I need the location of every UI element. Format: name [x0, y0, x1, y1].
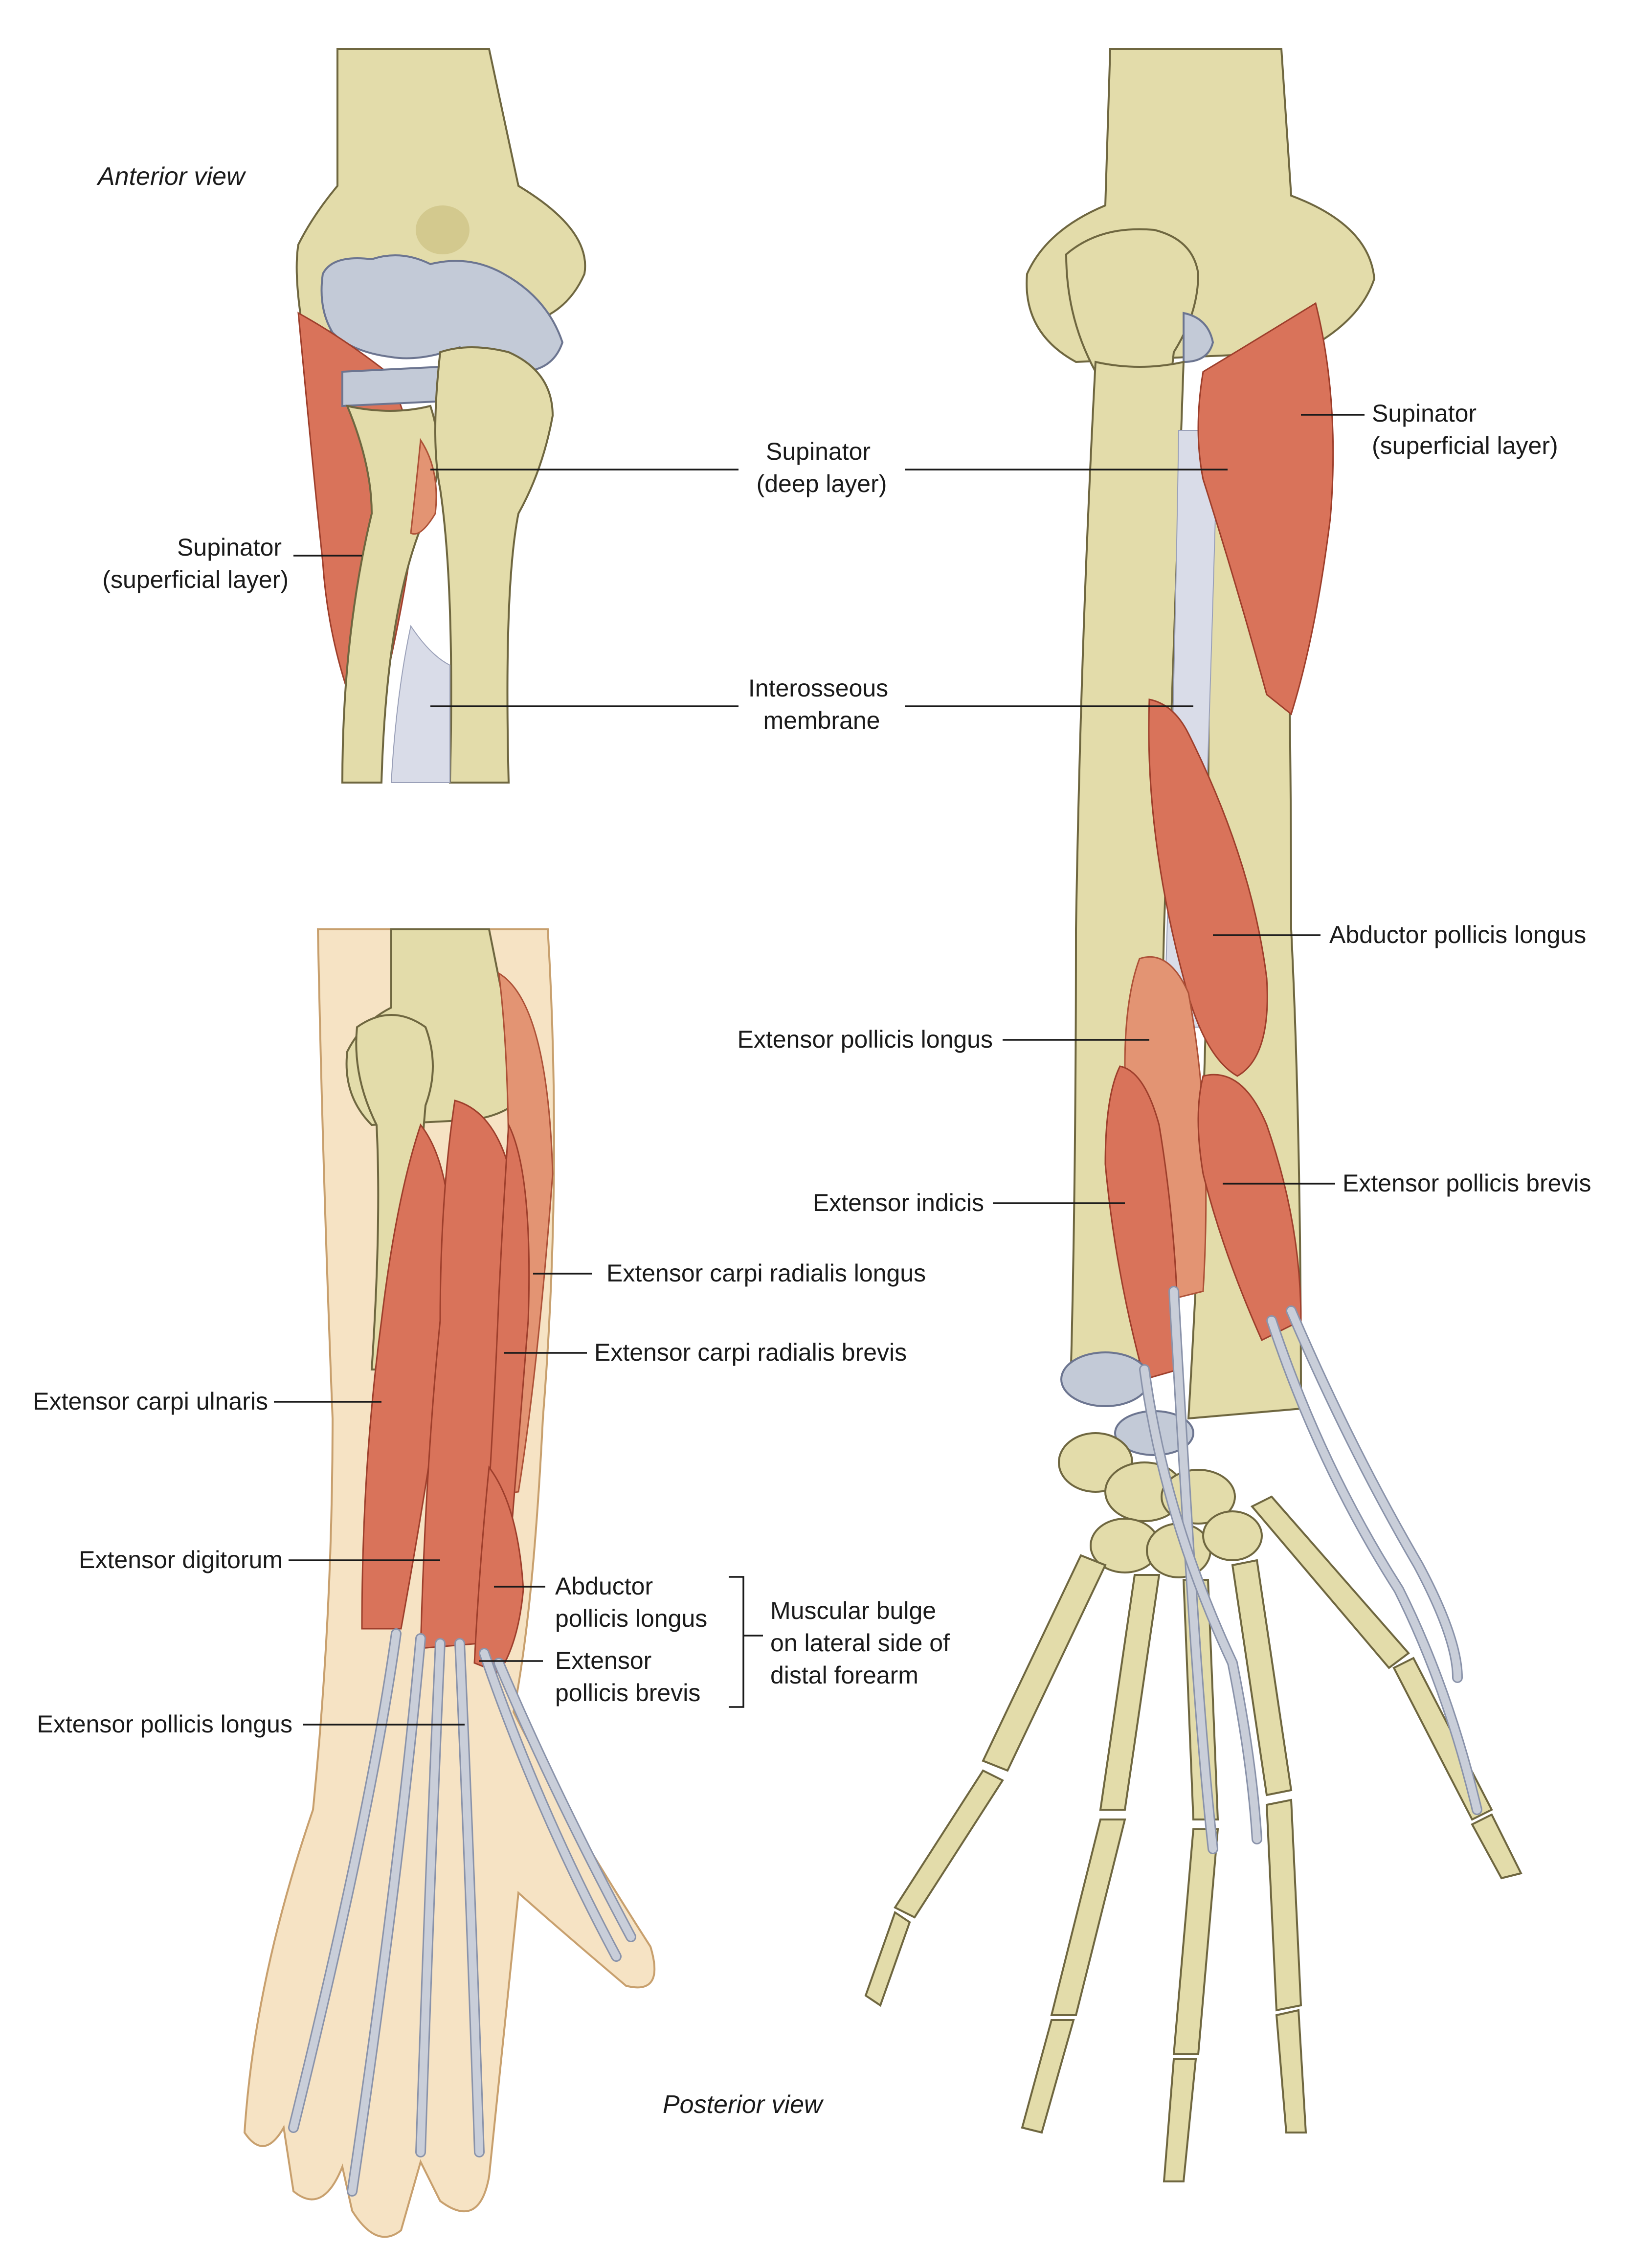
label-supinator-superficial-left: Supinator (superficial layer) [102, 534, 289, 593]
leader-lines [274, 414, 1365, 1726]
label-supinator-deep: Supinator (deep layer) [757, 438, 887, 497]
posterior-view-title: Posterior view [663, 2090, 824, 2119]
abductor-pollicis-longus-right [1148, 698, 1268, 1077]
posterior-deep-forearm-illustration [864, 48, 1522, 2182]
anterior-elbow-illustration [295, 48, 586, 784]
hand-bones-right [864, 1495, 1522, 2182]
label-extensor-carpi-ulnaris: Extensor carpi ulnaris [33, 1388, 268, 1415]
label-abductor-pollicis-longus-right: Abductor pollicis longus [1329, 921, 1586, 948]
label-extensor-digitorum: Extensor digitorum [79, 1546, 283, 1573]
abductor-pollicis-longus-left [473, 1465, 524, 1674]
supinator-superficial-right [1197, 302, 1334, 716]
label-supinator-superficial-right: Supinator (superficial layer) [1372, 400, 1558, 459]
label-extensor-carpi-radialis-brevis: Extensor carpi radialis brevis [594, 1339, 907, 1366]
tendons-right [1139, 1286, 1482, 1854]
label-extensor-carpi-radialis-longus: Extensor carpi radialis longus [606, 1259, 926, 1287]
label-abductor-pollicis-longus-left: Abductor pollicis longus [555, 1572, 707, 1632]
label-extensor-pollicis-longus-right: Extensor pollicis longus [738, 1026, 993, 1053]
label-extensor-pollicis-brevis-right: Extensor pollicis brevis [1343, 1169, 1591, 1197]
text-labels: Anterior view Posterior view Supinator (… [33, 162, 1591, 2119]
tendons-left [288, 1628, 636, 2197]
label-interosseous-membrane: Interosseous membrane [748, 674, 895, 734]
posterior-superficial-forearm-illustration [243, 928, 656, 2238]
label-muscular-bulge: Muscular bulge on lateral side of distal… [770, 1597, 957, 1689]
anterior-view-title: Anterior view [96, 162, 246, 191]
label-extensor-pollicis-longus-left: Extensor pollicis longus [37, 1710, 293, 1738]
label-extensor-indicis: Extensor indicis [813, 1189, 984, 1216]
label-extensor-pollicis-brevis-left: Extensor pollicis brevis [555, 1647, 700, 1707]
